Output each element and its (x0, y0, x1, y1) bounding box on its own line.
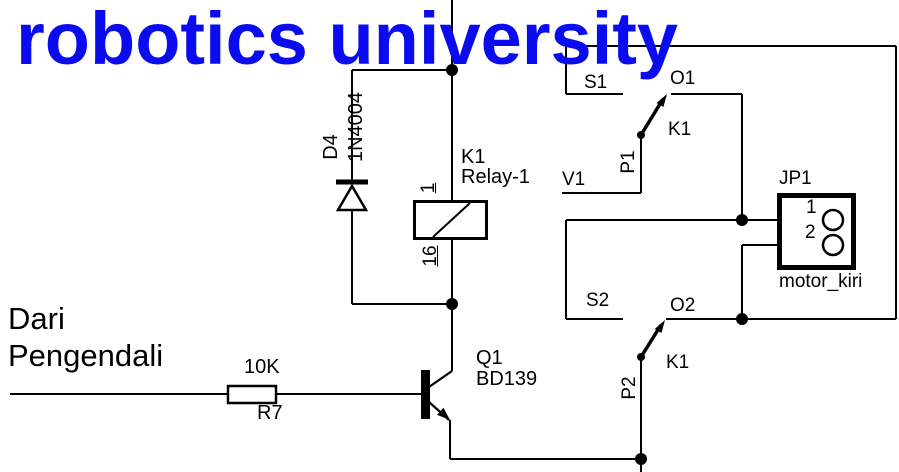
switch1-pivot-dot (637, 131, 645, 139)
junction-dot (446, 64, 458, 76)
switch1-arm-arrow (656, 94, 667, 107)
junction-dot (736, 313, 748, 325)
relay-pin16-label: 16 (420, 245, 441, 267)
resistor-value-label: 10K (244, 356, 280, 378)
switch1-ref-label: K1 (668, 119, 692, 140)
junction-dot (736, 214, 748, 226)
switch2-s-label: S2 (586, 290, 610, 311)
transistor-base-bar (421, 370, 430, 419)
transistor-value-label: BD139 (476, 368, 538, 390)
switch1-o-label: O1 (670, 68, 696, 89)
switch2-arm-arrow (654, 320, 665, 333)
transistor-emitter-arrow (437, 407, 450, 420)
junction-dot (446, 298, 458, 310)
relay-ref-label: K1 (461, 146, 486, 168)
resistor-ref-label: R7 (257, 402, 283, 424)
relay-pin1-label: 1 (418, 182, 439, 194)
input-source-label: Dari Pengendali (8, 301, 164, 373)
net-v1-label: V1 (562, 169, 586, 190)
diode-value-label: 1N4004 (345, 91, 367, 163)
switch2-o-label: O2 (670, 295, 696, 316)
watermark-text: robotics university (16, 0, 679, 80)
switch1-s-label: S1 (584, 72, 608, 93)
junction-dot (635, 453, 647, 465)
transistor-ref-label: Q1 (476, 347, 503, 369)
switch2-pole-label: P2 (619, 376, 640, 400)
connector-pin1-label: 1 (806, 197, 817, 218)
switch1-arm (639, 98, 665, 136)
switch1-pole-label: P1 (618, 150, 639, 174)
connector-value-label: motor_kiri (779, 271, 863, 292)
diode-ref-label: D4 (320, 134, 342, 160)
connector-ref-label: JP1 (779, 168, 812, 189)
diode-triangle (335, 183, 369, 212)
relay-coil-diagonal (432, 202, 471, 238)
switch2-ref-label: K1 (666, 352, 690, 373)
transistor-collector-diag (428, 370, 453, 388)
connector-pin1-circle (821, 208, 845, 232)
connector-pin2-circle (821, 233, 845, 257)
relay-value-label: Relay-1 (461, 166, 530, 188)
resistor-body (226, 384, 278, 405)
connector-box (777, 193, 856, 270)
connector-pin2-label: 2 (805, 222, 816, 243)
switch2-pivot-dot (637, 353, 645, 361)
